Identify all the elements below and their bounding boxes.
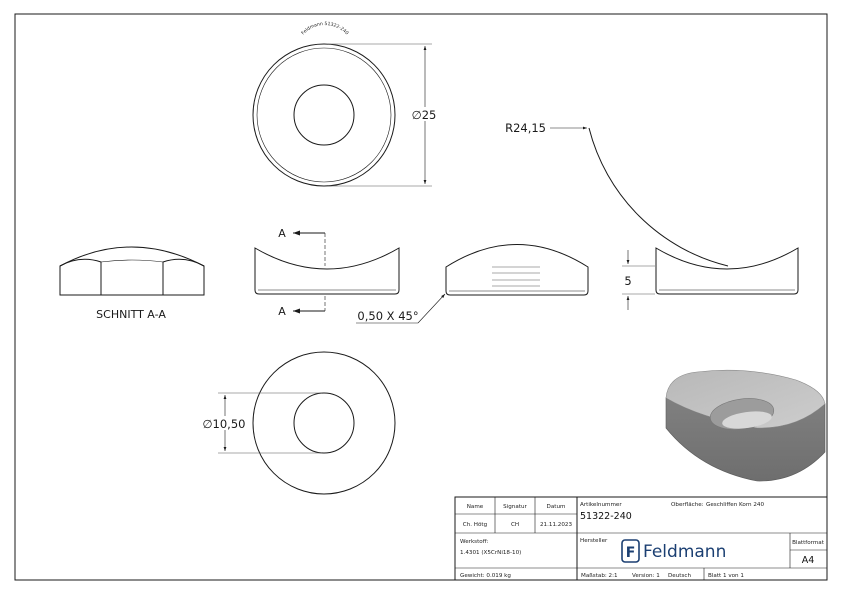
tb-sheet: Blatt 1 von 1 <box>708 573 744 579</box>
tb-material-value: 1.4301 (X5CrNi18-10) <box>460 550 521 556</box>
tb-article-number: 51322-240 <box>580 511 632 522</box>
height-label: 5 <box>624 274 631 288</box>
chamfer-circle <box>256 47 392 183</box>
top-view: Feldmann 51322-240 ∅25 <box>252 21 439 187</box>
radius-arc <box>588 127 729 267</box>
section-left-hatch <box>59 258 102 296</box>
section-marker-bottom: A <box>278 305 286 318</box>
sheet-border <box>14 13 828 581</box>
section-top-arc <box>59 246 205 267</box>
bottom-hole-circle <box>293 392 355 454</box>
tb-col-name: Name <box>467 504 484 510</box>
radius-label: R24,15 <box>505 121 546 135</box>
title-block: Name Signatur Datum Ch. Hötg CH 21.11.20… <box>454 496 828 581</box>
diameter-label: ∅25 <box>412 108 437 122</box>
chamfer-view: 0,50 X 45° <box>356 244 589 324</box>
tb-format-value: A4 <box>802 555 815 566</box>
section-view: SCHNITT A-A <box>59 246 205 321</box>
section-right-hatch <box>162 258 205 296</box>
tb-signature: CH <box>511 522 519 528</box>
engraving-text: Feldmann 51322-240 <box>300 21 349 36</box>
tb-surface-value: Geschliffen Korn 240 <box>706 502 764 508</box>
tb-col-date: Datum <box>547 504 566 510</box>
tb-format-label: Blattformat <box>792 540 825 546</box>
isometric-preview <box>665 369 826 482</box>
tb-name: Ch. Hötg <box>463 522 488 528</box>
front-view: A A <box>254 227 400 318</box>
tb-weight: Gewicht: 0.019 kg <box>460 573 511 579</box>
hole-diameter-label: ∅10,50 <box>203 417 246 431</box>
logo-mark <box>621 539 640 563</box>
tb-surface-label: Oberfläche: <box>671 502 704 508</box>
outer-circle <box>252 43 396 187</box>
tb-language: Deutsch <box>668 573 691 579</box>
tb-col-signature: Signatur <box>503 504 527 510</box>
tb-version: Version: 1 <box>632 573 660 579</box>
tb-article-label: Artikelnummer <box>580 502 622 508</box>
bottom-outer-circle <box>252 351 396 495</box>
section-caption: SCHNITT A-A <box>96 308 166 321</box>
radius-view: R24,15 5 <box>505 121 799 310</box>
front-view-outline <box>254 247 400 295</box>
logo-text: Feldmann <box>643 542 726 562</box>
tb-scale: Maßstab: 2:1 <box>581 573 618 579</box>
logo-letter: F <box>626 545 636 561</box>
bottom-view: ∅10,50 <box>200 351 396 495</box>
section-marker-top: A <box>278 227 286 240</box>
hole-circle <box>293 84 355 146</box>
tb-date: 21.11.2023 <box>540 522 572 528</box>
tb-material-label: Werkstoff: <box>460 539 489 545</box>
chamfer-label: 0,50 X 45° <box>357 309 418 323</box>
side-view-right-outline <box>655 247 799 295</box>
chamfer-view-outline <box>445 244 589 296</box>
section-hole-top <box>100 259 164 263</box>
tb-maker-label: Hersteller <box>580 538 608 544</box>
chamfer-leader <box>417 293 446 324</box>
